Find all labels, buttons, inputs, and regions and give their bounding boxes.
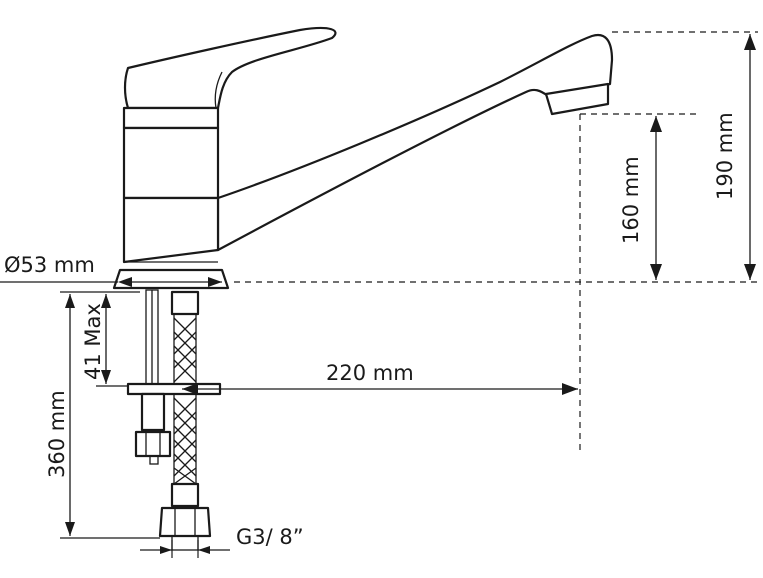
dimension-height-total: 190 mm [713, 34, 756, 280]
spout [216, 33, 614, 252]
label-height-total: 190 mm [713, 112, 737, 200]
reference-lines [234, 31, 758, 450]
label-hose-length: 360 mm [45, 390, 69, 478]
label-height-spout: 160 mm [619, 156, 643, 244]
faucet-body [112, 26, 614, 290]
cartridge-cap [122, 106, 220, 130]
main-body [122, 126, 220, 200]
lever-handle [123, 26, 337, 110]
hose-fitting-nut [158, 506, 212, 538]
label-reach: 220 mm [326, 361, 414, 385]
dimension-thread: G3/ 8” [140, 525, 304, 558]
fixing-nut [134, 430, 172, 458]
dimension-diameter: Ø53 mm [0, 253, 222, 287]
dimension-hose-length: 360 mm [45, 291, 160, 539]
label-diameter: Ø53 mm [4, 253, 95, 277]
braided-hose [158, 290, 212, 551]
label-thread: G3/ 8” [236, 525, 304, 549]
label-mount-thickness: 41 Max [81, 303, 105, 380]
dimension-height-spout: 160 mm [619, 116, 662, 280]
dimension-reach: 220 mm [182, 361, 578, 395]
aerator [544, 82, 610, 116]
dimension-mount-thickness: 41 Max [81, 291, 140, 387]
